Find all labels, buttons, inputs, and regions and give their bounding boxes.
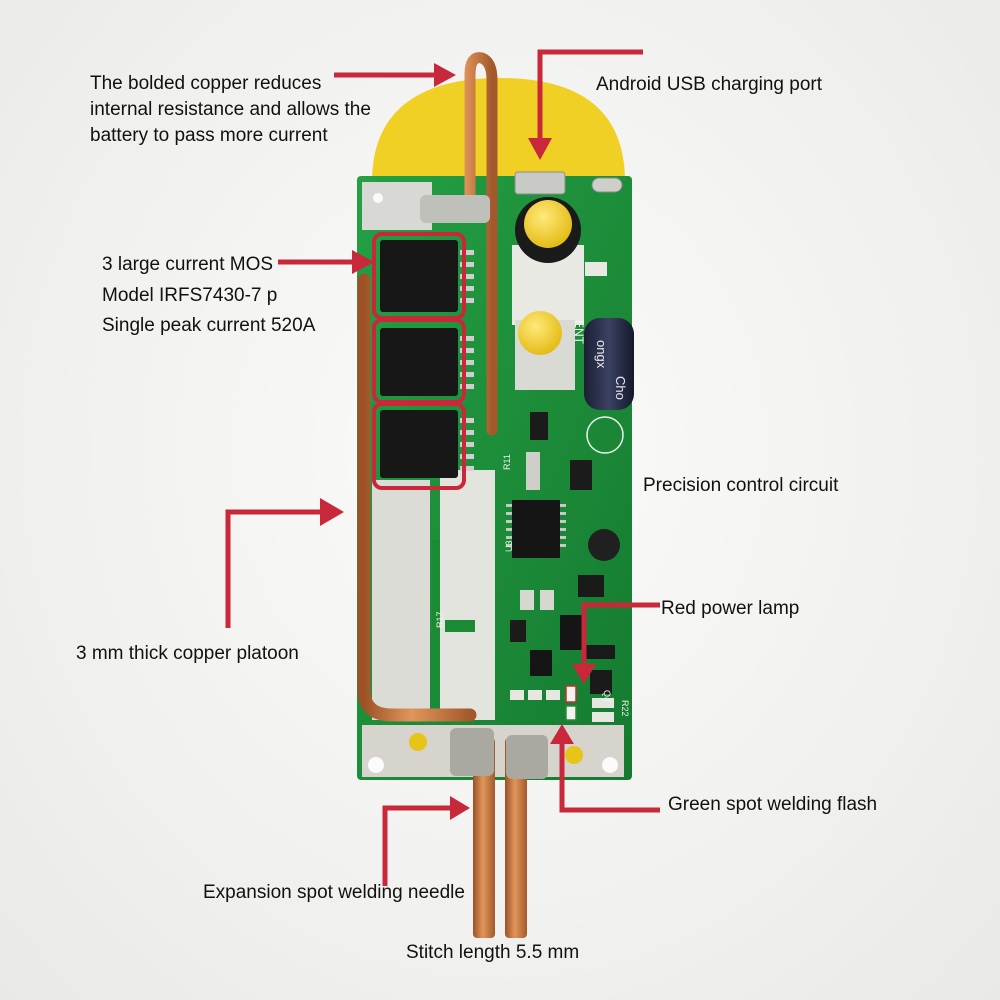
label-copper-platoon: 3 mm thick copper platoon — [76, 643, 299, 664]
control-ic — [512, 500, 560, 558]
arrow-platoon — [225, 509, 326, 628]
label-mos-line3: Single peak current 520A — [102, 315, 316, 336]
cap-text-a: ongx — [594, 340, 609, 369]
push-button — [518, 311, 562, 355]
battery-cap — [372, 78, 625, 182]
label-copper-line3: battery to pass more current — [90, 125, 328, 146]
welding-needle-left — [473, 738, 495, 938]
green-flash-led — [565, 705, 577, 721]
welding-needle-right — [505, 738, 527, 938]
label-mos-line1: 3 large current MOS — [102, 254, 274, 275]
red-power-lamp — [565, 685, 577, 703]
label-red-power-lamp: Red power lamp — [661, 598, 800, 619]
silk-q4: Q4 — [602, 690, 612, 702]
mosfets — [380, 240, 474, 478]
arrow-green-flash — [559, 740, 660, 813]
cap-text-c: ENT — [572, 320, 586, 345]
arrow-usb — [537, 49, 643, 146]
silk-r17: R17 — [435, 611, 445, 628]
label-welding-needle: Expansion spot welding needle — [203, 882, 465, 903]
label-mos-line2: Model IRFS7430-7 p — [102, 285, 278, 306]
cap-text-b: Cho — [613, 376, 628, 400]
capacitor — [584, 318, 634, 410]
silk-u3: U3 — [504, 540, 514, 552]
label-green-flash: Green spot welding flash — [668, 794, 878, 815]
mosfet-highlight-boxes — [372, 232, 466, 490]
label-control-circuit: Precision control circuit — [643, 475, 839, 496]
label-stitch-length: Stitch length 5.5 mm — [406, 942, 580, 963]
label-usb-port: Android USB charging port — [596, 74, 823, 95]
silk-r22: R22 — [620, 700, 630, 717]
silk-r11: R11 — [502, 454, 512, 470]
copper-rod-left — [357, 273, 477, 722]
arrow-needle — [382, 805, 455, 886]
copper-platoon — [372, 480, 430, 720]
annotation-arrows — [225, 49, 660, 886]
arrow-red-lamp — [581, 602, 660, 670]
usb-port — [514, 171, 566, 195]
label-copper-line1: The bolded copper reduces — [90, 73, 322, 94]
label-copper-line2: internal resistance and allows the — [90, 99, 371, 120]
